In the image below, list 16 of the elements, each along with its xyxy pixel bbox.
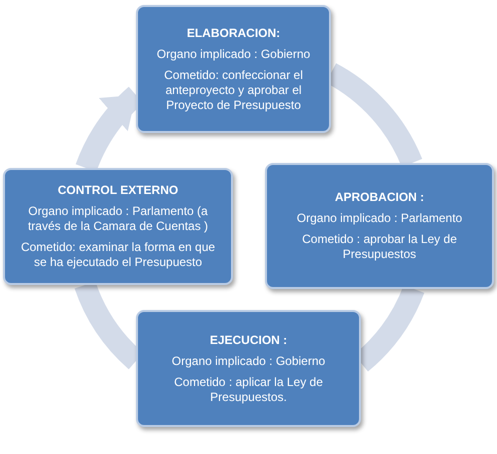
stage-description: Organo implicado : Parlamento (a través de la Camara de Cuentas ) [26, 204, 210, 234]
stage-description: Cometido : aplicar la Ley de Presupuestos. [173, 374, 324, 404]
stage-description: Organo implicado : Gobierno [172, 354, 326, 368]
stage-title: CONTROL EXTERNO [58, 183, 178, 198]
stage-box [265, 163, 494, 289]
stage-title: EJECUCION : [210, 332, 288, 348]
stage-box [136, 5, 331, 133]
stage-box [3, 168, 233, 285]
stage-description: Organo implicado : Parlamento [296, 211, 462, 226]
stage-description: Cometido: examinar la forma en que se ha ejecutado el Presupuesto [20, 240, 216, 270]
stage-description: Cometido : aprobar la Ley de Presupuestos [301, 232, 458, 262]
stage-description: Cometido: confeccionar el anteproyecto y aprobar el Proyecto de Presupuesto [163, 68, 304, 112]
stage-description: Organo implicado : Gobierno [156, 46, 310, 62]
stage-title: APROBACION : [334, 190, 424, 205]
stage-title: ELABORACION: [186, 26, 280, 40]
stage-box [136, 310, 361, 427]
